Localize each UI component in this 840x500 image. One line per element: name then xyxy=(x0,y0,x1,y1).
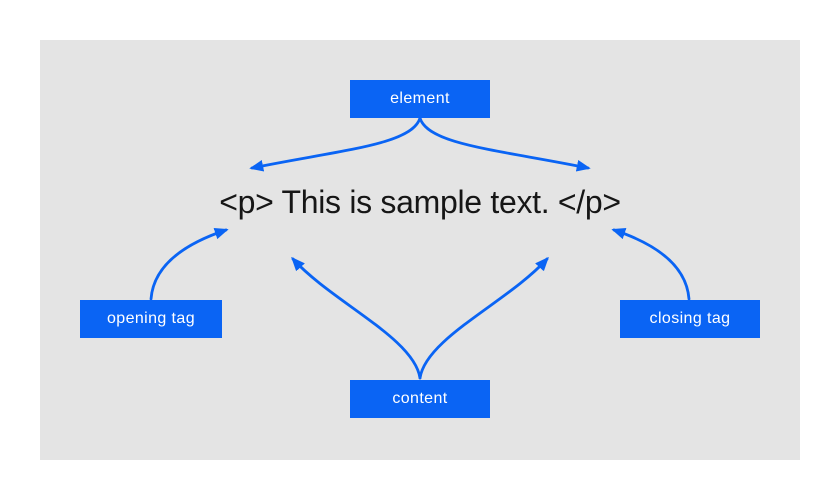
content-label: content xyxy=(392,390,448,407)
opening-tag-arrow xyxy=(149,227,229,301)
closing-tag-label-box: closing tag xyxy=(620,300,760,338)
element-fork-arrow-left xyxy=(249,116,422,172)
element-label-box: element xyxy=(350,80,490,118)
closing-tag-arrow xyxy=(611,227,691,301)
closing-tag-label: closing tag xyxy=(649,310,731,327)
opening-tag-label-box: opening tag xyxy=(80,300,222,338)
element-label: element xyxy=(390,90,450,107)
content-fork-arrow-left xyxy=(291,256,422,380)
content-label-box: content xyxy=(350,380,490,418)
element-fork-arrow-right xyxy=(418,116,591,172)
content-fork-arrow-right xyxy=(418,256,549,380)
opening-tag-label: opening tag xyxy=(106,310,196,327)
code-sample-text: <p> This is sample text. </p> xyxy=(219,184,621,220)
